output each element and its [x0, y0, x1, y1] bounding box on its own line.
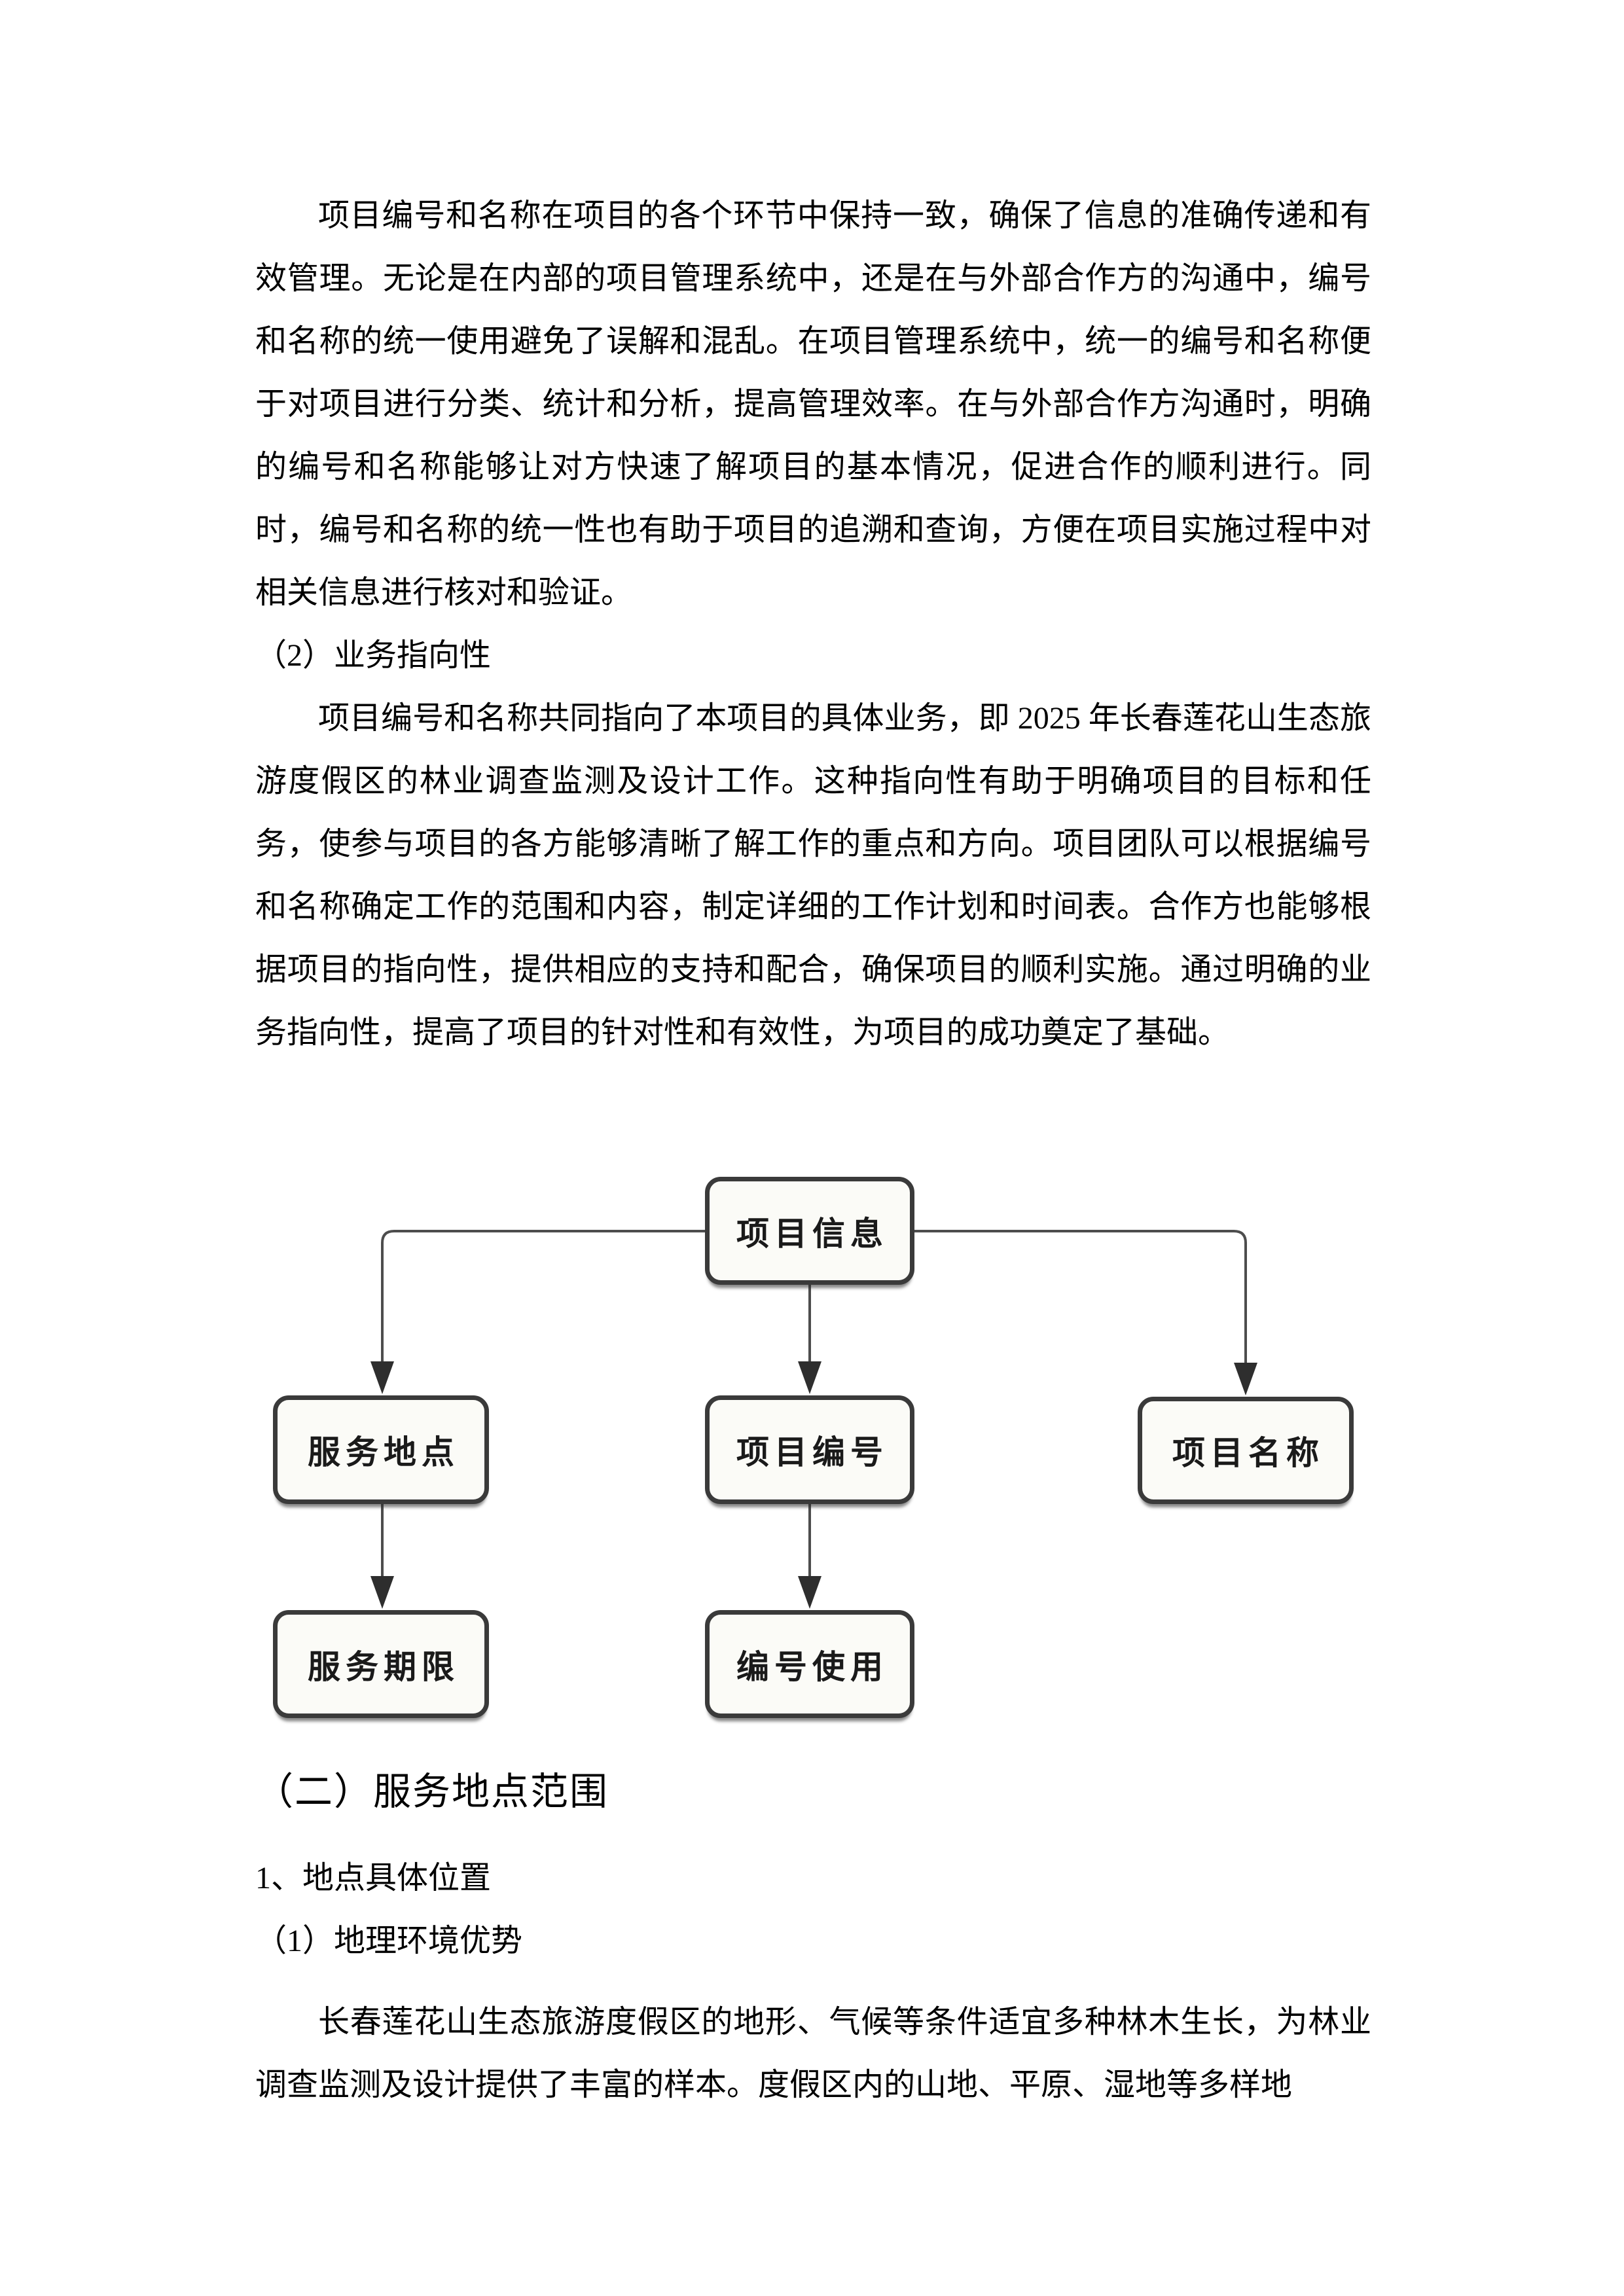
paragraph-3: 长春莲花山生态旅游度假区的地形、气候等条件适宜多种林木生长，为林业调查监测及设计… [255, 2005, 1371, 2102]
section-heading-block: （二）服务地点范围 [255, 1761, 1371, 1823]
flow-node-service-period: 服务期限 [273, 1610, 489, 1718]
connector-root-to-left [381, 1230, 705, 1363]
flow-node-project-info: 项目信息 [705, 1177, 914, 1285]
flow-node-project-number: 项目编号 [705, 1395, 914, 1504]
section-heading-service-location-scope: （二）服务地点范围 [255, 1770, 609, 1813]
connector-root-to-right [914, 1230, 1247, 1364]
flow-node-service-location: 服务地点 [273, 1395, 489, 1504]
subheading-location-position: 1、地点具体位置 [255, 1861, 492, 1895]
paragraph-1: 项目编号和名称在项目的各个环节中保持一致，确保了信息的准确传递和有效管理。无论是… [255, 198, 1371, 610]
paragraph-block-1: 项目编号和名称在项目的各个环节中保持一致，确保了信息的准确传递和有效管理。无论是… [255, 185, 1371, 1064]
paragraph-2: 项目编号和名称共同指向了本项目的具体业务，即 2025 年长春莲花山生态旅游度假… [255, 701, 1371, 1050]
subheading-2-block: （1）地理环境优势 [255, 1910, 1371, 1973]
arrowhead-right [1234, 1363, 1257, 1395]
flow-node-project-name: 项目名称 [1138, 1397, 1354, 1504]
heading-business-orientation: （2）业务指向性 [255, 638, 492, 673]
flow-node-number-usage: 编号使用 [705, 1610, 914, 1718]
arrowhead-left-child [370, 1576, 394, 1609]
arrowhead-middle [798, 1361, 821, 1394]
paragraph-block-3: 长春莲花山生态旅游度假区的地形、气候等条件适宜多种林木生长，为林业调查监测及设计… [255, 1991, 1371, 2117]
arrowhead-middle-child [798, 1576, 821, 1609]
subheading-1-block: 1、地点具体位置 [255, 1847, 1371, 1910]
arrowhead-left [370, 1361, 394, 1394]
subheading-geographic-advantage: （1）地理环境优势 [255, 1924, 523, 1958]
